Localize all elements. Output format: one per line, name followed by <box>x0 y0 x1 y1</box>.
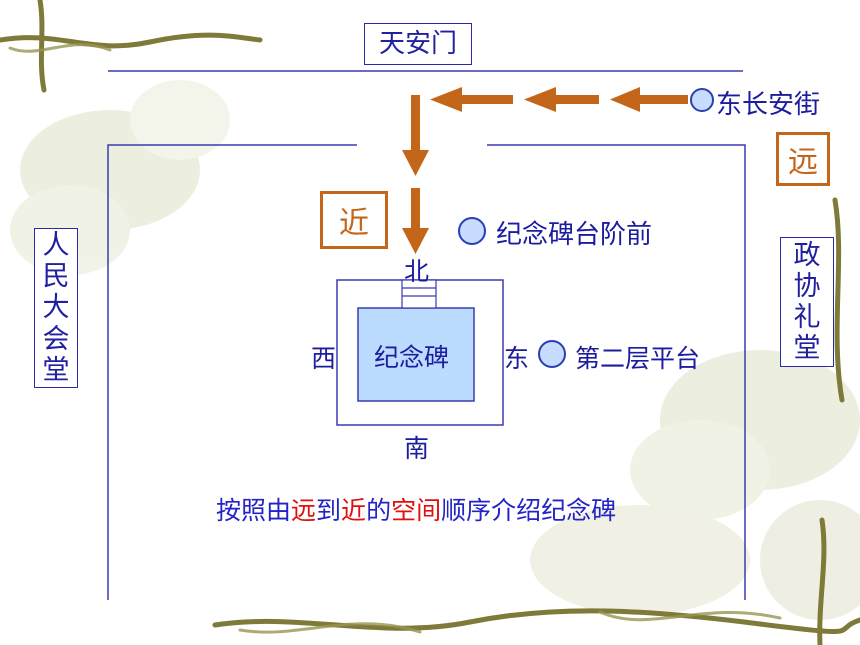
monument-base <box>357 307 475 402</box>
route-arrows <box>402 87 688 254</box>
caption: 按照由远到近的空间顺序介绍纪念碑 <box>216 496 617 525</box>
tiananmen-label: 天安门 <box>364 23 472 65</box>
near-label: 近 <box>320 191 388 249</box>
dongchanganjie-label: 东长安街 <box>716 90 821 120</box>
second-platform-label: 第二层平台 <box>575 344 701 373</box>
far-label: 远 <box>776 132 830 186</box>
platform-front-label: 纪念碑台阶前 <box>496 220 653 250</box>
platform-front-marker <box>458 217 486 245</box>
cppcc-hall-label: 政 协 礼 堂 <box>780 237 834 367</box>
second-platform-marker <box>538 340 566 368</box>
north-label: 北 <box>404 257 430 286</box>
square-boundary-right <box>487 144 746 600</box>
monument-label: 纪念碑 <box>374 343 450 372</box>
square-boundary-left <box>107 144 357 600</box>
south-label: 南 <box>404 434 430 463</box>
dongchanganjie-marker <box>690 88 714 112</box>
east-label: 东 <box>504 344 530 373</box>
monument-stairs <box>401 279 437 309</box>
great-hall-label: 人 民 大 会 堂 <box>34 228 78 388</box>
west-label: 西 <box>311 344 337 373</box>
